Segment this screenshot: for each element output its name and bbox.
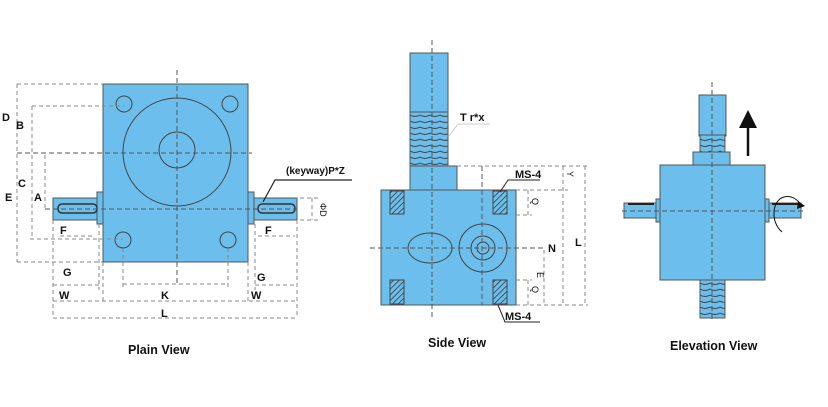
ms4-bottom-leader bbox=[497, 304, 540, 323]
tapped-hole bbox=[389, 190, 405, 215]
right-flange bbox=[247, 191, 255, 225]
collar bbox=[409, 165, 458, 191]
screw-top bbox=[409, 52, 449, 114]
dim-label-E-side: E bbox=[535, 272, 545, 278]
tapped-hole bbox=[389, 279, 405, 305]
dim-label-Y: Y bbox=[565, 171, 575, 177]
dim-label-G-right: G bbox=[257, 272, 266, 284]
tapped-hole bbox=[492, 279, 508, 305]
dim-label-D: D bbox=[2, 112, 10, 124]
dim-label-B: B bbox=[16, 120, 24, 132]
side-view: T r*x MS-4 MS-4 N L Y Q Q E Side View bbox=[370, 40, 588, 350]
keyway-leader bbox=[262, 179, 352, 203]
tapped-hole bbox=[492, 190, 508, 215]
bolt-hole bbox=[115, 95, 133, 113]
side-view-caption: Side View bbox=[428, 336, 486, 350]
plain-view: D B C E A F F G G W K W L (keyway)P*Z ΦD… bbox=[2, 70, 352, 357]
up-arrow-icon bbox=[739, 110, 757, 156]
dim-label-E: E bbox=[5, 192, 12, 204]
ms4-bottom-label: MS-4 bbox=[505, 311, 532, 323]
dim-label-K: K bbox=[161, 290, 169, 302]
dim-label-shaft-diameter: ΦD bbox=[318, 203, 328, 217]
dim-label-C: C bbox=[18, 178, 26, 190]
dim-label-F-right: F bbox=[265, 225, 272, 237]
dim-label-Q-bottom: Q bbox=[530, 286, 540, 293]
dim-label-W-right: W bbox=[251, 290, 262, 302]
elevation-view-caption: Elevation View bbox=[670, 339, 758, 353]
rotation-arrow-icon bbox=[773, 196, 805, 233]
thread-leader bbox=[448, 123, 490, 137]
left-flange bbox=[96, 191, 104, 225]
ms4-top-label: MS-4 bbox=[515, 169, 542, 181]
screw-thread bbox=[409, 111, 449, 169]
elevation-view: Elevation View bbox=[622, 82, 805, 353]
dim-label-G-left: G bbox=[63, 267, 72, 279]
dim-label-L: L bbox=[161, 308, 168, 320]
thread-label: T r*x bbox=[460, 112, 485, 124]
dim-label-F-left: F bbox=[60, 225, 67, 237]
dim-label-A: A bbox=[34, 192, 42, 204]
ms4-top-leader bbox=[499, 179, 540, 193]
keyway-label: (keyway)P*Z bbox=[286, 166, 345, 177]
dim-label-L-side: L bbox=[575, 237, 582, 249]
dim-label-N: N bbox=[548, 243, 556, 255]
dim-label-Q-top: Q bbox=[530, 198, 540, 205]
plain-view-caption: Plain View bbox=[128, 343, 190, 357]
bolt-hole bbox=[221, 95, 239, 113]
dim-label-W-left: W bbox=[59, 290, 70, 302]
